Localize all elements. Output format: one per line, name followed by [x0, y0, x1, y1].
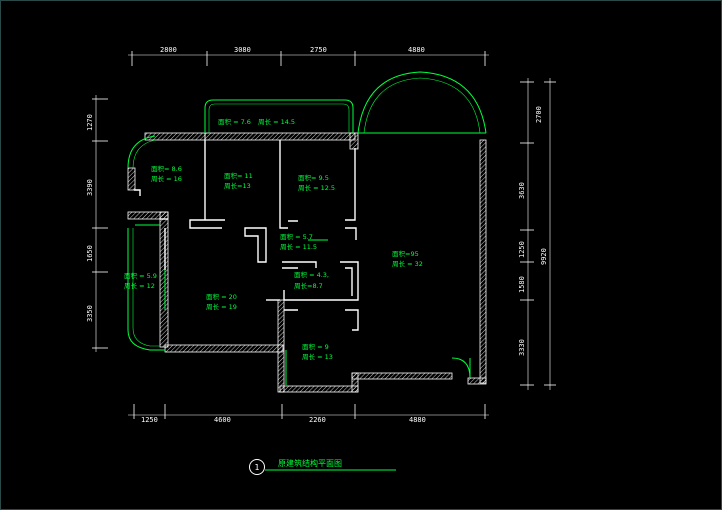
dimension-texts: 2800 3080 2750 4880 1250 4600 2260 4880 … — [86, 46, 548, 424]
room-1-perimeter: 周长 = 14.5 — [258, 117, 295, 126]
title-index-circle — [249, 459, 265, 475]
room-8-perimeter: 周长 = 12 — [124, 281, 155, 290]
room-1-area: 面积 = 7.6 — [218, 117, 251, 126]
room-9-area: 面积 = 20 — [206, 292, 237, 301]
dim-bottom-3: 2260 — [309, 416, 326, 424]
room-6-area: 面积=95 — [392, 249, 419, 258]
room-8-area: 面积 = 5.9 — [124, 271, 157, 280]
dim-right-1: 2700 — [535, 106, 543, 123]
room-5-area: 面积 = 5.7 — [280, 232, 313, 241]
drawing-title-block: 1 原建筑结构平面图 — [249, 458, 396, 475]
dim-left-3: 1650 — [86, 245, 94, 262]
dim-left-2: 3390 — [86, 179, 94, 196]
dim-bottom-2: 4600 — [214, 416, 231, 424]
dim-left-1: 1270 — [86, 114, 94, 131]
dim-bottom-1: 1250 — [141, 416, 158, 424]
room-6-perimeter: 周长 = 32 — [392, 259, 423, 268]
room-10-perimeter: 周长 = 13 — [302, 352, 333, 361]
room-3-area: 面积= 11 — [224, 171, 253, 180]
dim-top-2: 3080 — [234, 46, 251, 54]
room-10-area: 面积 = 9 — [302, 342, 329, 351]
dim-right-4: 1580 — [518, 276, 526, 293]
walls — [127, 132, 487, 393]
dim-right-3: 1250 — [518, 241, 526, 258]
dimension-lines — [92, 51, 556, 419]
room-7-area: 面积 = 4.3, — [294, 270, 329, 279]
dim-top-3: 2750 — [310, 46, 327, 54]
room-4-perimeter: 周长 = 12.5 — [298, 183, 335, 192]
dim-right-2: 3630 — [518, 182, 526, 199]
room-4-area: 面积= 9.5 — [298, 173, 329, 182]
dim-bottom-4: 4880 — [409, 416, 426, 424]
title-index: 1 — [255, 463, 260, 472]
room-3-perimeter: 周长=13 — [224, 181, 251, 190]
room-labels: 面积 = 7.6 周长 = 14.5 面积= 8.6 周长 = 16 面积= 1… — [124, 117, 423, 361]
dim-top-4: 4880 — [408, 46, 425, 54]
dim-right-total: 9920 — [540, 248, 548, 265]
windows — [127, 71, 487, 385]
room-7-perimeter: 周长=8.7 — [294, 281, 323, 290]
room-2-area: 面积= 8.6 — [151, 164, 182, 173]
room-5-perimeter: 周长 = 11.5 — [280, 242, 317, 251]
drawing-title: 原建筑结构平面图 — [278, 458, 342, 468]
room-2-perimeter: 周长 = 16 — [151, 174, 182, 183]
room-9-perimeter: 周长 = 19 — [206, 302, 237, 311]
dim-top-1: 2800 — [160, 46, 177, 54]
dim-left-4: 3350 — [86, 305, 94, 322]
dim-right-5: 3330 — [518, 339, 526, 356]
